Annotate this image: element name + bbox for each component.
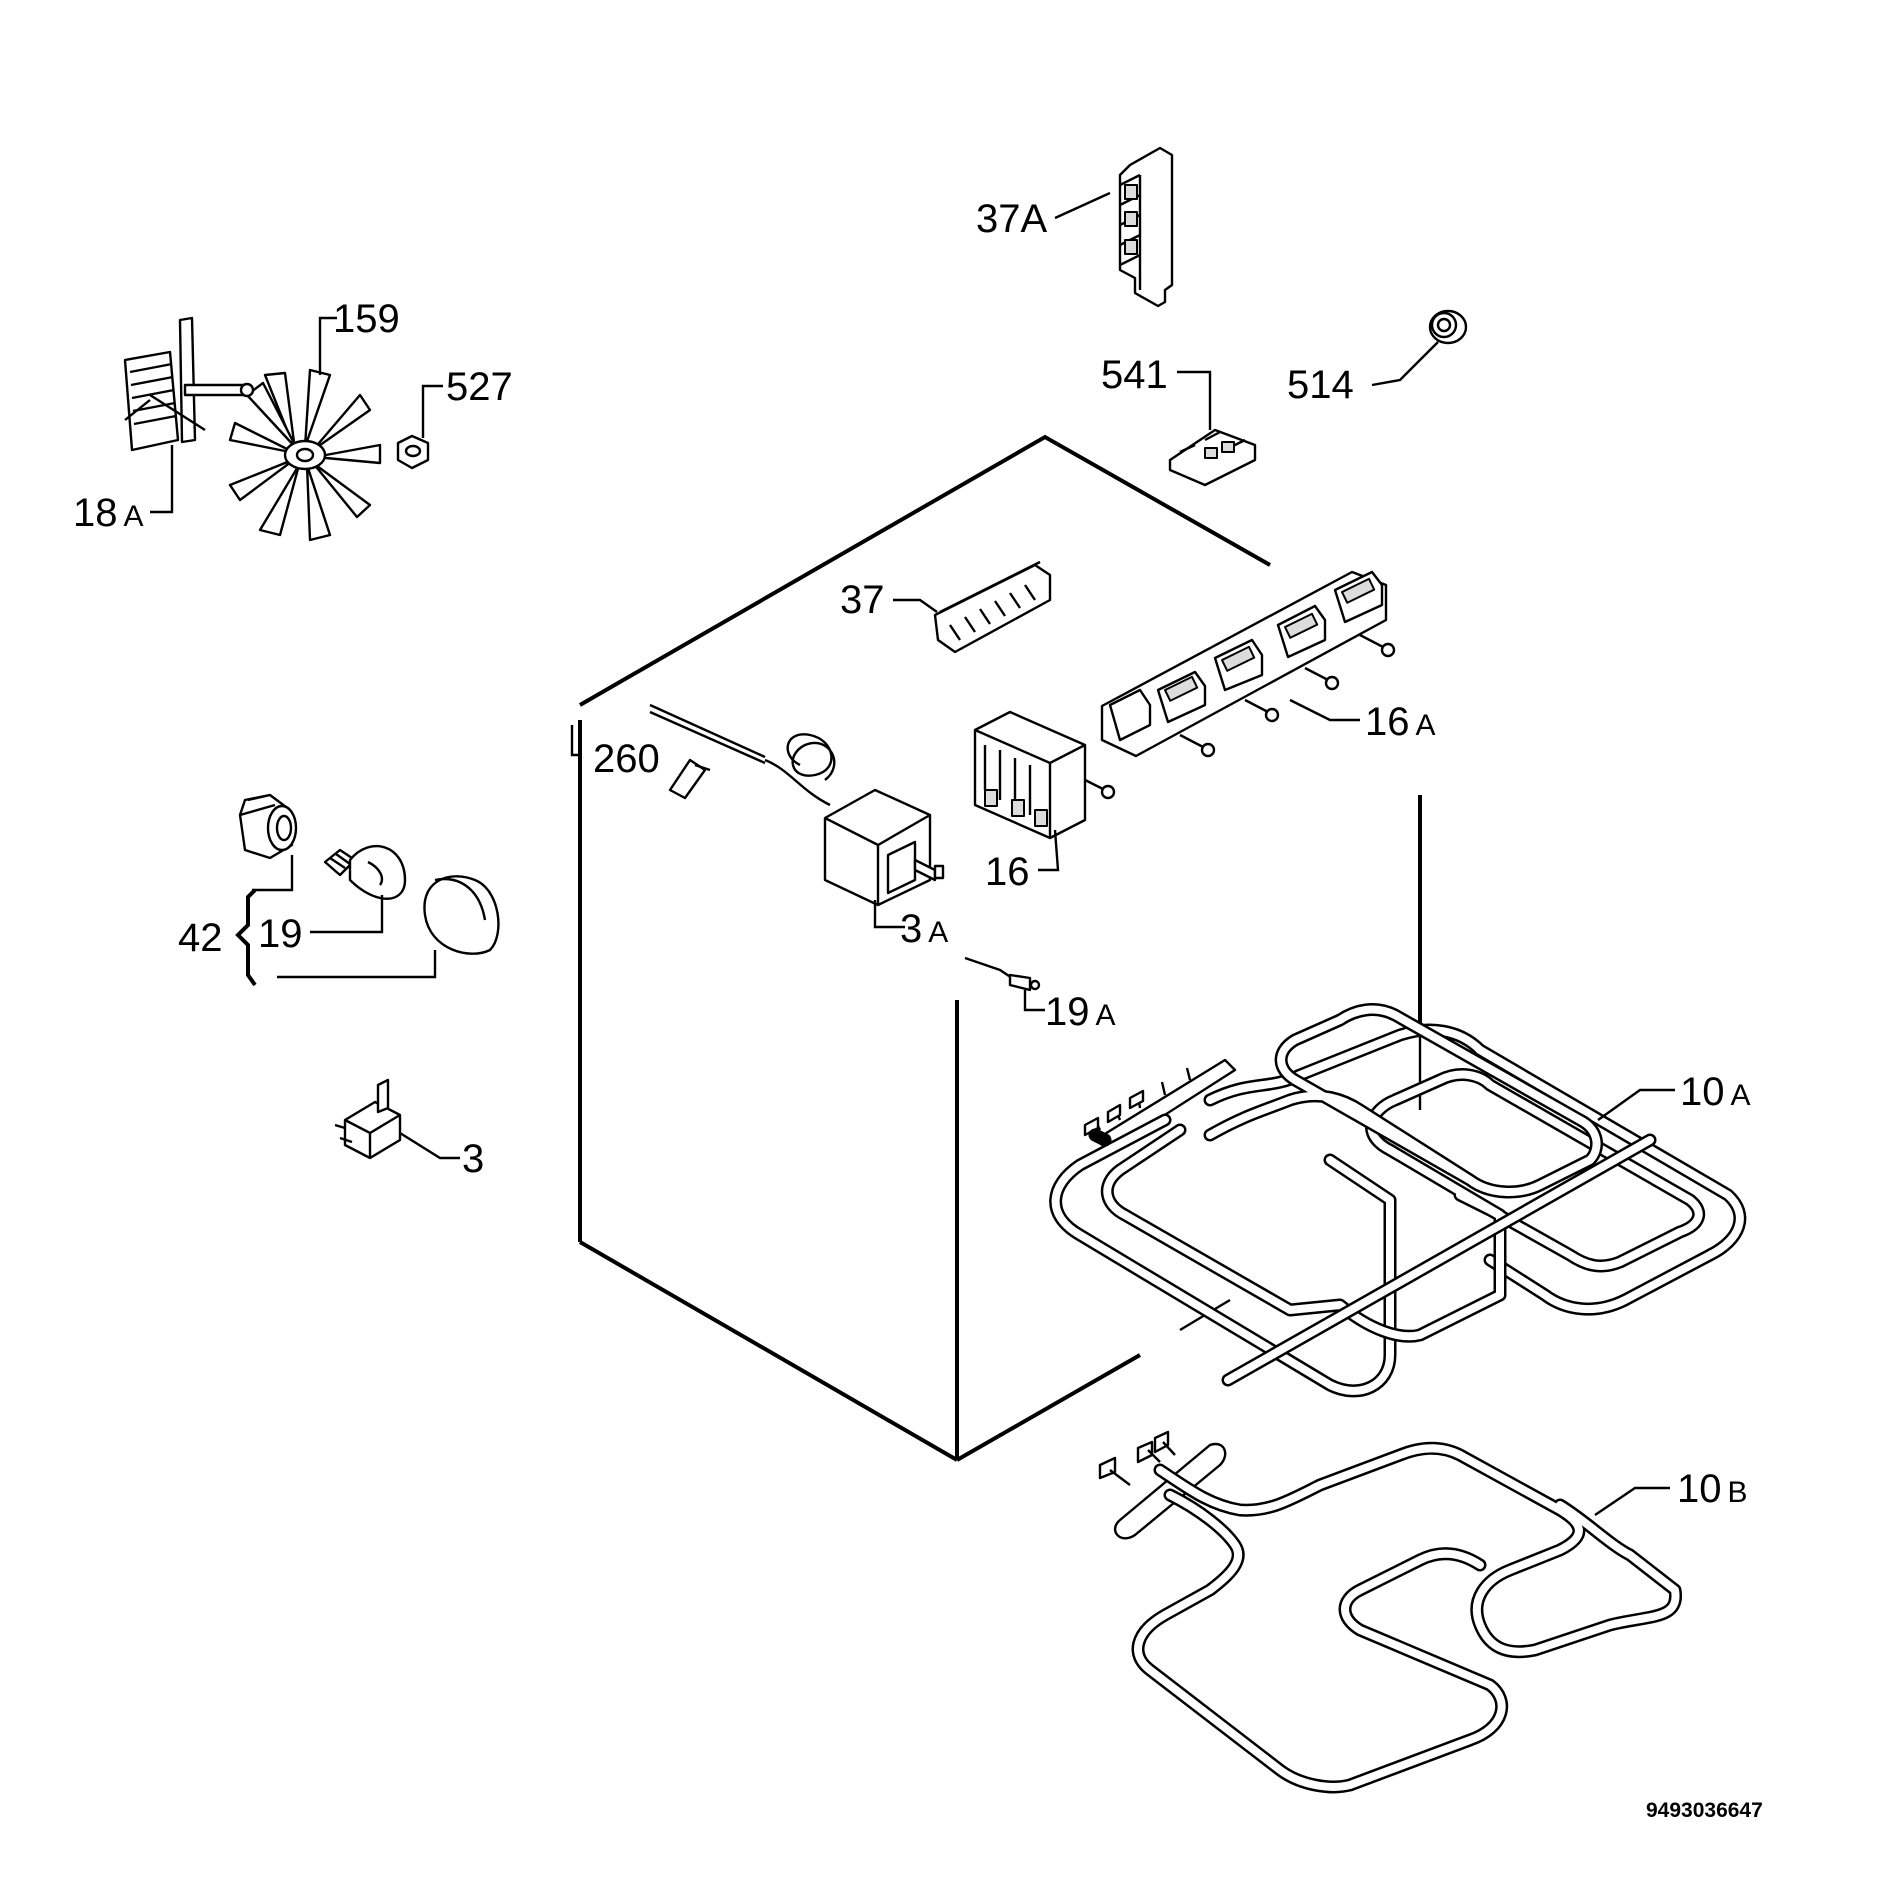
micro-switch-3: 3: [334, 1078, 484, 1181]
label-16: 16: [985, 850, 1030, 894]
terminal-block-37: 37: [840, 560, 1052, 654]
label-42: 42: [178, 916, 223, 960]
label-3: 3: [462, 1137, 484, 1181]
clip-260: 260: [570, 725, 711, 800]
label-19: 19: [258, 912, 303, 956]
grommet-514: 514: [1287, 309, 1468, 407]
label-37: 37: [840, 578, 885, 622]
label-541: 541: [1101, 353, 1168, 397]
label-260: 260: [593, 737, 660, 781]
contact-bracket-541: 541: [1101, 353, 1257, 487]
document-number: 9493036647: [1646, 1799, 1763, 1822]
switch-16: 16: [973, 710, 1116, 894]
label-37a: 37A: [976, 197, 1047, 241]
label-527: 527: [446, 365, 513, 409]
fan-blade-159: 159: [228, 297, 400, 542]
lamp-assembly-42: 42 19: [178, 793, 500, 987]
label-159: 159: [333, 297, 400, 341]
terminal-strip-37a: 37A: [976, 146, 1174, 308]
nut-527: 527: [396, 365, 513, 470]
label-514: 514: [1287, 363, 1354, 407]
oven-cavity-outline: [578, 434, 1422, 1462]
